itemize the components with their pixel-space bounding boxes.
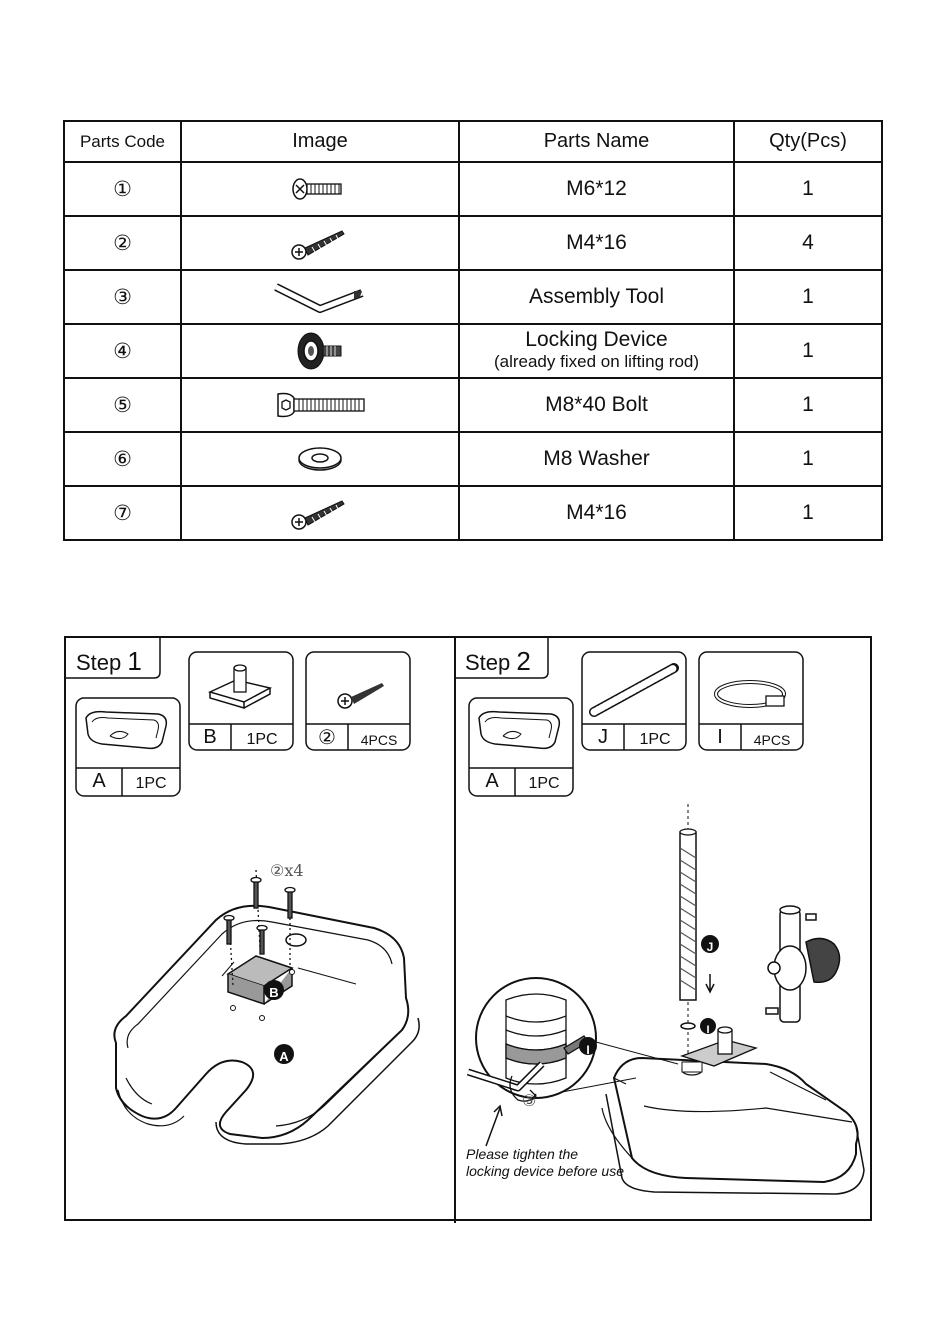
part-code: ③ (64, 270, 181, 324)
header-parts-name: Parts Name (459, 121, 734, 162)
part-image (181, 378, 459, 432)
part-code: ⑤ (64, 378, 181, 432)
tighten-note-line1: Please tighten the (466, 1146, 624, 1163)
part-qty: 1 (734, 432, 882, 486)
marker-a-label: A (277, 1046, 291, 1068)
part-image (181, 486, 459, 540)
step1-part-screw-qty: 4PCS (348, 729, 410, 751)
table-row: ⑥ M8 Washer 1 (64, 432, 882, 486)
part-code: ④ (64, 324, 181, 378)
step2-assembly-drawing (468, 804, 864, 1194)
tighten-note: Please tighten the locking device before… (466, 1146, 624, 1180)
base-tray-icon (86, 712, 166, 749)
tool-reference: ③ (522, 1090, 536, 1112)
table-row: ④ Locking Device (already fixed on lifti… (64, 324, 882, 378)
part-name: M4*16 (459, 486, 734, 540)
part-code: ② (64, 216, 181, 270)
step2-part-j-qty: 1PC (624, 729, 686, 751)
part-image (181, 432, 459, 486)
step1-screw-callout: ②x4 (270, 860, 304, 882)
part-name: M8*40 Bolt (459, 378, 734, 432)
table-row: ③ Assembly Tool 1 (64, 270, 882, 324)
part-code: ⑦ (64, 486, 181, 540)
step2-part-j-letter: J (582, 726, 624, 748)
part-name-cell: Locking Device (already fixed on lifting… (459, 324, 734, 378)
part-qty: 1 (734, 324, 882, 378)
step1-part-a-letter: A (76, 770, 122, 792)
part-qty: 1 (734, 486, 882, 540)
part-qty: 1 (734, 162, 882, 216)
marker-j-label: J (703, 936, 717, 958)
step2-number: 2 (516, 646, 530, 676)
table-header-row: Parts Code Image Parts Name Qty(Pcs) (64, 121, 882, 162)
table-row: ⑤ M8*40 Bolt 1 (64, 378, 882, 432)
tighten-note-line2: locking device before use (466, 1163, 624, 1180)
header-qty: Qty(Pcs) (734, 121, 882, 162)
assembly-diagrams (66, 638, 874, 1223)
part-image (181, 216, 459, 270)
phillips-screw-icon (290, 174, 350, 204)
part-name: M6*12 (459, 162, 734, 216)
locking-knob-icon (295, 329, 345, 373)
part-image (181, 162, 459, 216)
part-name: Assembly Tool (459, 270, 734, 324)
step2-part-a-letter: A (469, 770, 515, 792)
table-row: ② M4*16 4 (64, 216, 882, 270)
parts-table: Parts Code Image Parts Name Qty(Pcs) ① M… (63, 120, 883, 541)
part-name-note: (already fixed on lifting rod) (460, 351, 733, 373)
marker-i-label: I (701, 1019, 715, 1041)
base-tray-icon (479, 712, 559, 749)
part-qty: 4 (734, 216, 882, 270)
part-image (181, 270, 459, 324)
part-qty: 1 (734, 270, 882, 324)
header-parts-code: Parts Code (64, 121, 181, 162)
wood-screw-icon (290, 495, 350, 531)
assembly-steps-panel: Step 1 A 1PC B 1PC ② 4PCS ②x4 B A Step 2… (64, 636, 872, 1221)
part-code: ⑥ (64, 432, 181, 486)
table-row: ⑦ M4*16 1 (64, 486, 882, 540)
step2-part-i-letter: I (699, 726, 741, 748)
step1-label: Step 1 (76, 650, 142, 674)
step1-part-a-qty: 1PC (122, 773, 180, 795)
table-row: ① M6*12 1 (64, 162, 882, 216)
step2-label: Step 2 (465, 650, 531, 674)
hex-key-icon (272, 279, 368, 315)
wood-screw-icon (290, 225, 350, 261)
part-qty: 1 (734, 378, 882, 432)
marker-b-label: B (267, 982, 281, 1004)
washer-icon (295, 445, 345, 473)
step1-part-b-qty: 1PC (231, 729, 293, 751)
header-image: Image (181, 121, 459, 162)
part-image (181, 324, 459, 378)
step1-part-b-letter: B (189, 726, 231, 748)
step2-part-a-qty: 1PC (515, 773, 573, 795)
hex-bolt-icon (272, 390, 368, 420)
part-name: M4*16 (459, 216, 734, 270)
part-name: Locking Device (460, 329, 733, 351)
step1-number: 1 (127, 646, 141, 676)
part-name: M8 Washer (459, 432, 734, 486)
step1-base-tray-drawing (114, 870, 419, 1144)
part-code: ① (64, 162, 181, 216)
marker-i-zoom-label: I (581, 1039, 595, 1061)
step1-part-screw-code: ② (306, 726, 348, 748)
step2-part-i-qty: 4PCS (741, 729, 803, 751)
